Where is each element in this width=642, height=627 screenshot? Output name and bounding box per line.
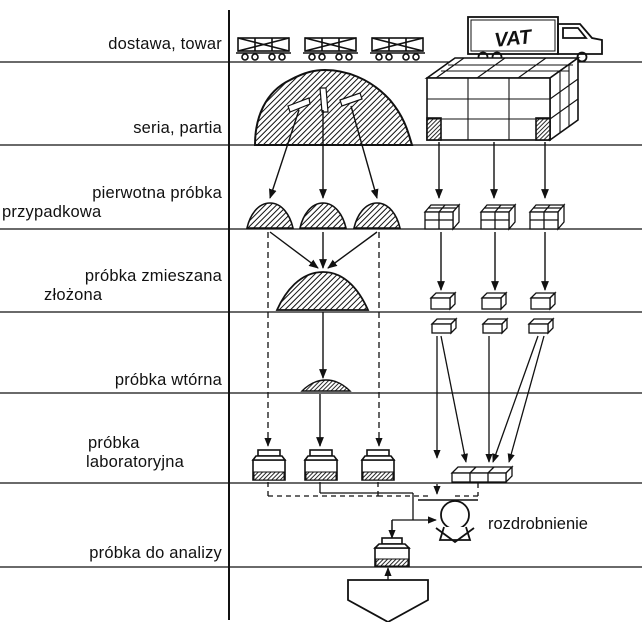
label-delivery: dostawa, towar [0, 35, 222, 54]
dashed-connections [267, 482, 479, 497]
secondary-crates [430, 317, 555, 335]
label-primary-line-1: pierwotna próbka [92, 184, 222, 202]
bulk-pile [253, 68, 414, 146]
label-grinding: rozdrobnienie [488, 515, 588, 533]
label-lot-line-1: seria, partia [133, 119, 222, 137]
label-secondary: próbka wtórna [0, 371, 222, 390]
label-primary: pierwotna próbka przypadkowa [0, 184, 222, 222]
mixed-crates [429, 291, 557, 311]
lab-jar-3 [360, 449, 396, 481]
primary-piles [245, 202, 402, 229]
mixed-pile [275, 271, 370, 311]
lab-connections [319, 482, 437, 540]
dashed-arrows-primary-to-lab [264, 232, 383, 447]
wagon-1 [236, 37, 291, 61]
crate-stack [424, 56, 581, 142]
label-analysis-line-1: próbka do analizy [89, 544, 222, 562]
grinder-icon [418, 499, 478, 544]
truck: VAT [467, 16, 603, 63]
label-secondary-line-1: próbka wtórna [114, 371, 222, 389]
lab-jar-1 [251, 449, 287, 481]
lab-jars [251, 449, 396, 481]
arrows-crates-to-lab [433, 335, 545, 463]
label-mixed-line-1: próbka zmieszana [84, 267, 222, 285]
lab-crates [450, 465, 514, 484]
arrows-lot-to-primary [269, 105, 549, 199]
label-primary-line-2: przypadkowa [2, 203, 102, 221]
label-laboratory-line-2: laboratoryjna [86, 453, 184, 471]
label-lot: seria, partia [0, 119, 222, 138]
label-mixed-line-2: złożona [44, 286, 103, 304]
truck-label: VAT [493, 26, 534, 52]
label-laboratory-line-1: próbka [88, 434, 140, 452]
analysis-jar [373, 537, 411, 567]
label-analysis: próbka do analizy [0, 544, 222, 563]
lab-jar-2 [303, 449, 339, 481]
analyser-funnel [347, 579, 429, 624]
label-mixed: próbka zmieszana złożona [0, 267, 222, 305]
wagon-3 [370, 37, 425, 61]
label-delivery-line-1: dostawa, towar [108, 35, 222, 53]
rail-wagons [236, 37, 425, 61]
secondary-pile [300, 379, 352, 392]
primary-crates [423, 203, 566, 231]
wagon-2 [303, 37, 358, 61]
arrows-primary-to-mixed [269, 231, 549, 291]
label-laboratory: próbka laboratoryjna [0, 434, 222, 472]
